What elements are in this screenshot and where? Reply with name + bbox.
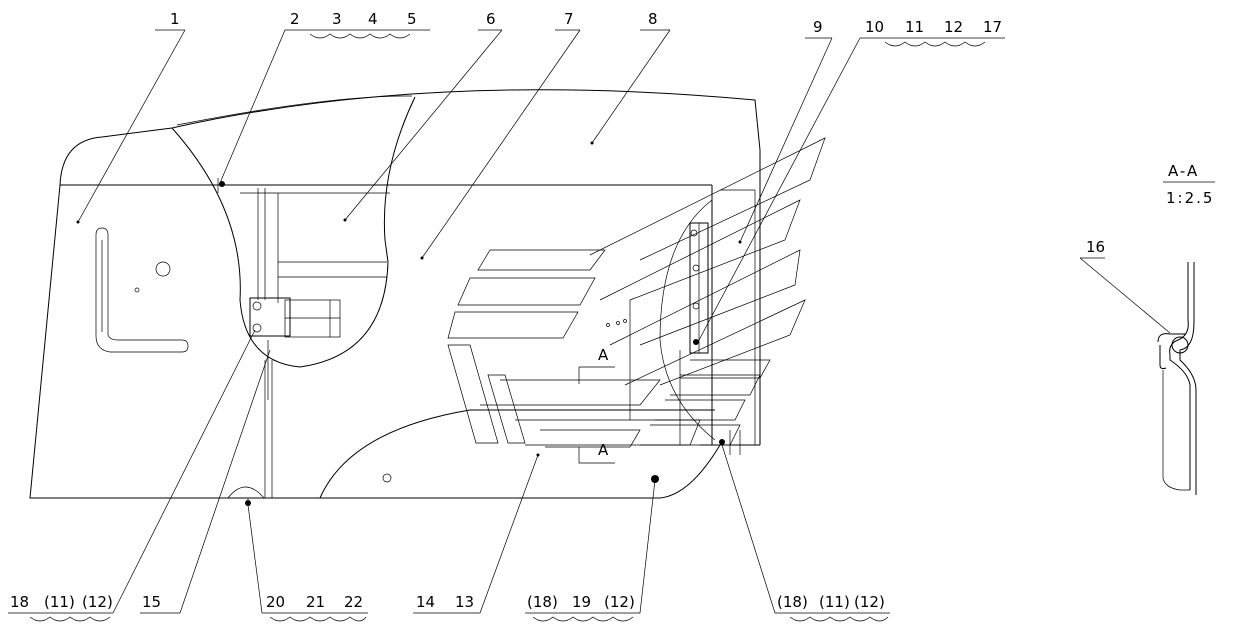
section-scale: 1:2.5 (1166, 189, 1214, 207)
callout-8: 8 (648, 10, 658, 28)
callout-wavy-underlines (29, 33, 986, 622)
callout-6: 6 (486, 10, 496, 28)
callout-9: 9 (813, 18, 823, 36)
callout-13: 13 (455, 593, 474, 611)
section-mark-top: A (598, 346, 609, 364)
callout-4: 4 (368, 10, 378, 28)
callout-12-c: (12) (854, 593, 885, 611)
callout-20: 20 (266, 593, 285, 611)
callout-3: 3 (332, 10, 342, 28)
callout-22: 22 (344, 593, 363, 611)
callout-18-a: 18 (10, 593, 29, 611)
callout-10: 10 (865, 18, 884, 36)
callout-11-c: (11) (819, 593, 850, 611)
callout-17: 17 (983, 18, 1002, 36)
window-cutout (171, 95, 416, 368)
callout-15: 15 (142, 593, 161, 611)
hinge-strip (689, 222, 741, 455)
callout-5: 5 (407, 10, 417, 28)
section-name: A-A (1168, 162, 1199, 180)
callout-1: 1 (170, 10, 180, 28)
callout-12-b: (12) (604, 593, 635, 611)
callout-12: 12 (944, 18, 963, 36)
callout-21: 21 (306, 593, 325, 611)
callout-14: 14 (416, 593, 435, 611)
callout-labels-top: 1 2 3 4 5 6 7 8 9 10 11 12 17 16 A-A 1:2… (170, 10, 1214, 256)
callout-19: 19 (572, 593, 591, 611)
callout-7: 7 (564, 10, 574, 28)
callout-18-c: (18) (777, 593, 808, 611)
section-detail (1157, 181, 1215, 495)
callout-11: 11 (905, 18, 924, 36)
callout-18-b: (18) (527, 593, 558, 611)
section-mark-bottom: A (598, 441, 609, 459)
handle-slot (95, 227, 189, 353)
callout-12-a: (12) (82, 593, 113, 611)
door-post (217, 178, 341, 498)
top-leaders (76, 29, 1171, 343)
section-markers: A A (227, 346, 659, 506)
bottom-leaders (8, 329, 890, 614)
callout-labels-bottom: 18 (11) (12) 15 20 21 22 14 13 (18) 19 (… (10, 593, 885, 611)
decal-stripes (447, 137, 826, 448)
callout-11-a: (11) (44, 593, 75, 611)
door-outline (29, 89, 761, 499)
callout-16: 16 (1086, 238, 1105, 256)
callout-2: 2 (290, 10, 300, 28)
